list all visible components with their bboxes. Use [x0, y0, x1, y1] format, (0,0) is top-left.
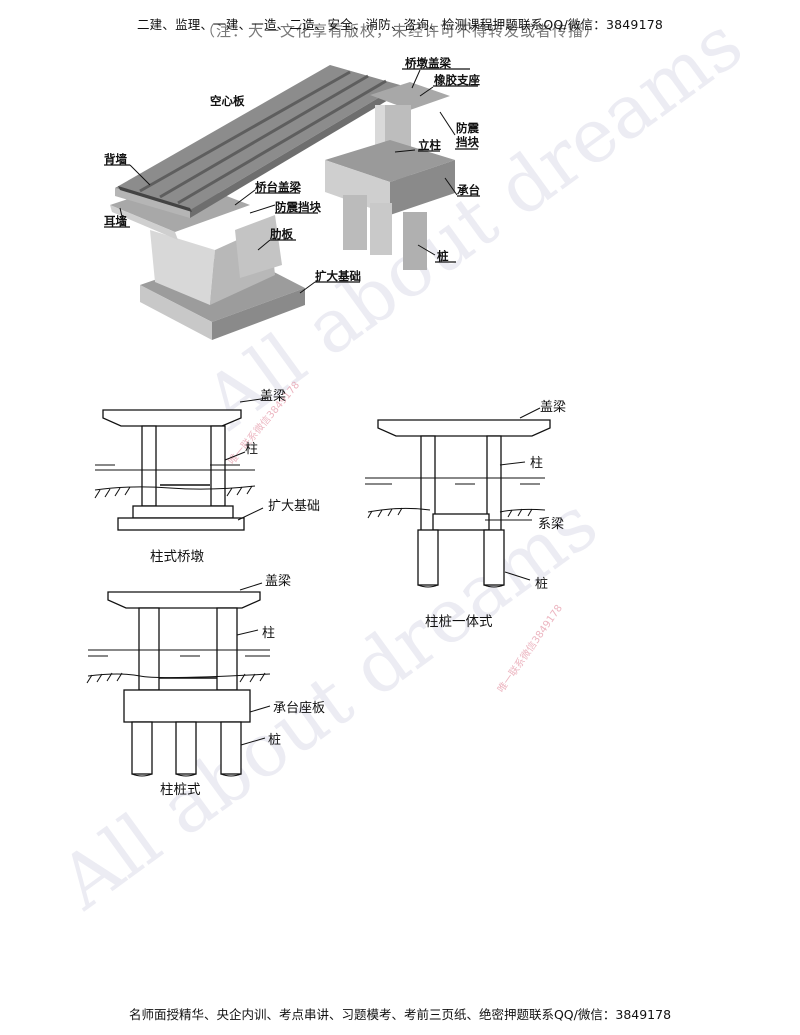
label-cap-beam: 盖梁: [260, 389, 287, 404]
label-back-wall: 背墙: [104, 152, 127, 166]
label-spread-footing: 扩大基础: [315, 269, 361, 283]
page-header: 二建、监理、一建、一造、二造、安全、消防、咨询、检测课程押题联系QQ/微信：38…: [136, 17, 664, 32]
label-cap-beam: 盖梁: [540, 400, 567, 415]
label-pile-cap-slab: 承台座板: [273, 701, 326, 716]
label-seismic-block-right: 防震挡块: [456, 121, 479, 149]
label-column: 柱: [530, 456, 544, 471]
label-pile: 桩: [268, 733, 282, 748]
label-abutment-cap: 桥台盖梁: [255, 180, 301, 194]
caption-column-pile: 柱桩式: [160, 782, 201, 798]
label-rib-plate: 肋板: [270, 227, 293, 241]
label-pile-cap: 承台: [457, 183, 480, 197]
label-tie-beam: 系梁: [538, 517, 565, 532]
label-ear-wall: 耳墙: [104, 214, 127, 228]
label-cap-beam: 盖梁: [265, 574, 292, 589]
label-deck: 空心板: [210, 94, 245, 108]
label-column: 柱: [262, 626, 276, 641]
label-bearing: 橡胶支座: [434, 73, 480, 87]
caption-column-pier: 柱式桥墩: [150, 549, 204, 565]
label-column: 立柱: [418, 138, 441, 152]
page-footer: 名师面授精华、央企内训、考点串讲、习题模考、考前三页纸、绝密押题联系QQ/微信：…: [128, 1007, 672, 1022]
label-seismic-block-left: 防震挡块: [275, 200, 321, 214]
label-column: 柱: [245, 442, 259, 457]
label-pier-cap: 桥墩盖梁: [405, 56, 451, 70]
caption-pile-column: 柱桩一体式: [425, 614, 493, 630]
label-pile: 桩: [437, 249, 449, 263]
copyright-notice: （注：大一文化享有版权，未经许可不得转发或者传播）: [199, 22, 600, 40]
label-pile: 桩: [535, 577, 549, 592]
label-spread-footing: 扩大基础: [268, 499, 321, 514]
